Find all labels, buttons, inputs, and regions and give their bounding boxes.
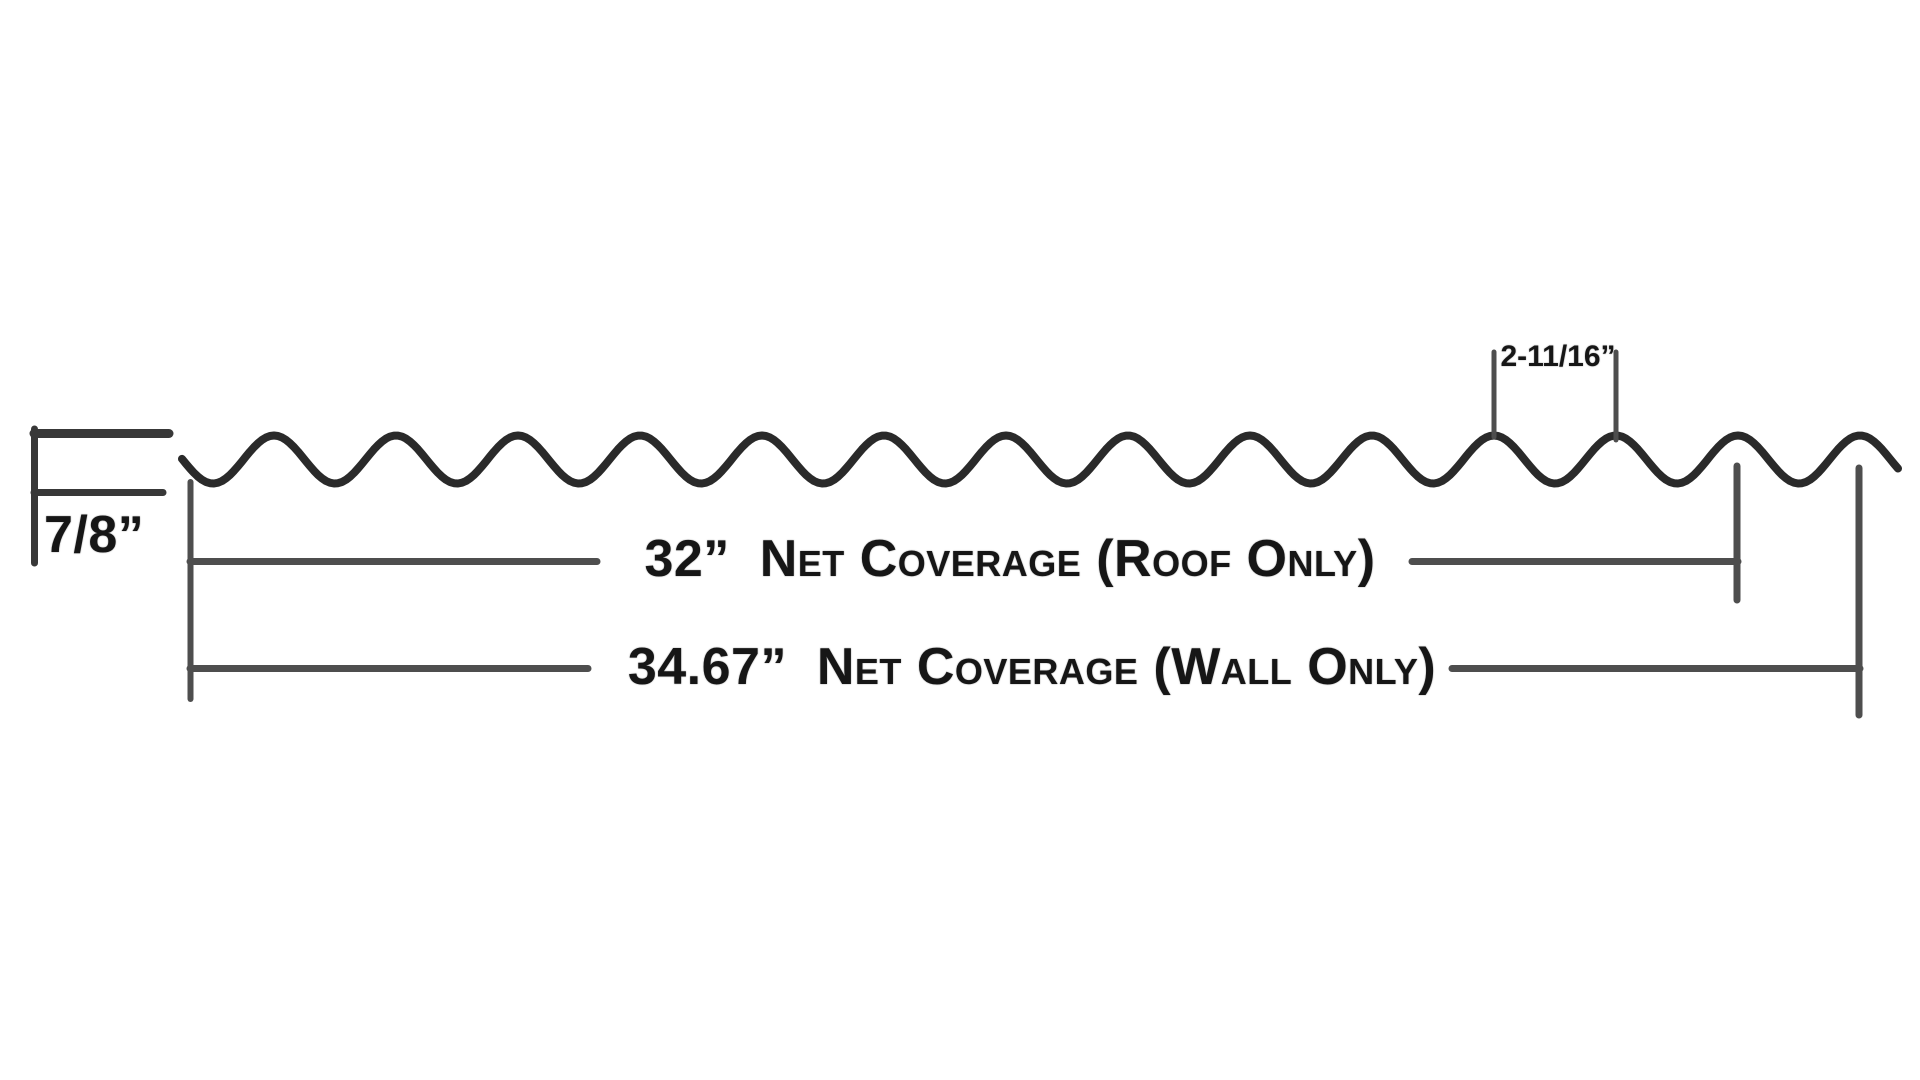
rib-height-label: 7/8” xyxy=(44,506,145,564)
pitch-label: 2-11/16” xyxy=(1500,340,1616,373)
wall-coverage-label: 34.67” Net Coverage (Wall Only) xyxy=(627,638,1437,696)
corrugated-profile-wave xyxy=(178,431,1902,488)
roof-coverage-label: 32” Net Coverage (Roof Only) xyxy=(644,530,1376,588)
